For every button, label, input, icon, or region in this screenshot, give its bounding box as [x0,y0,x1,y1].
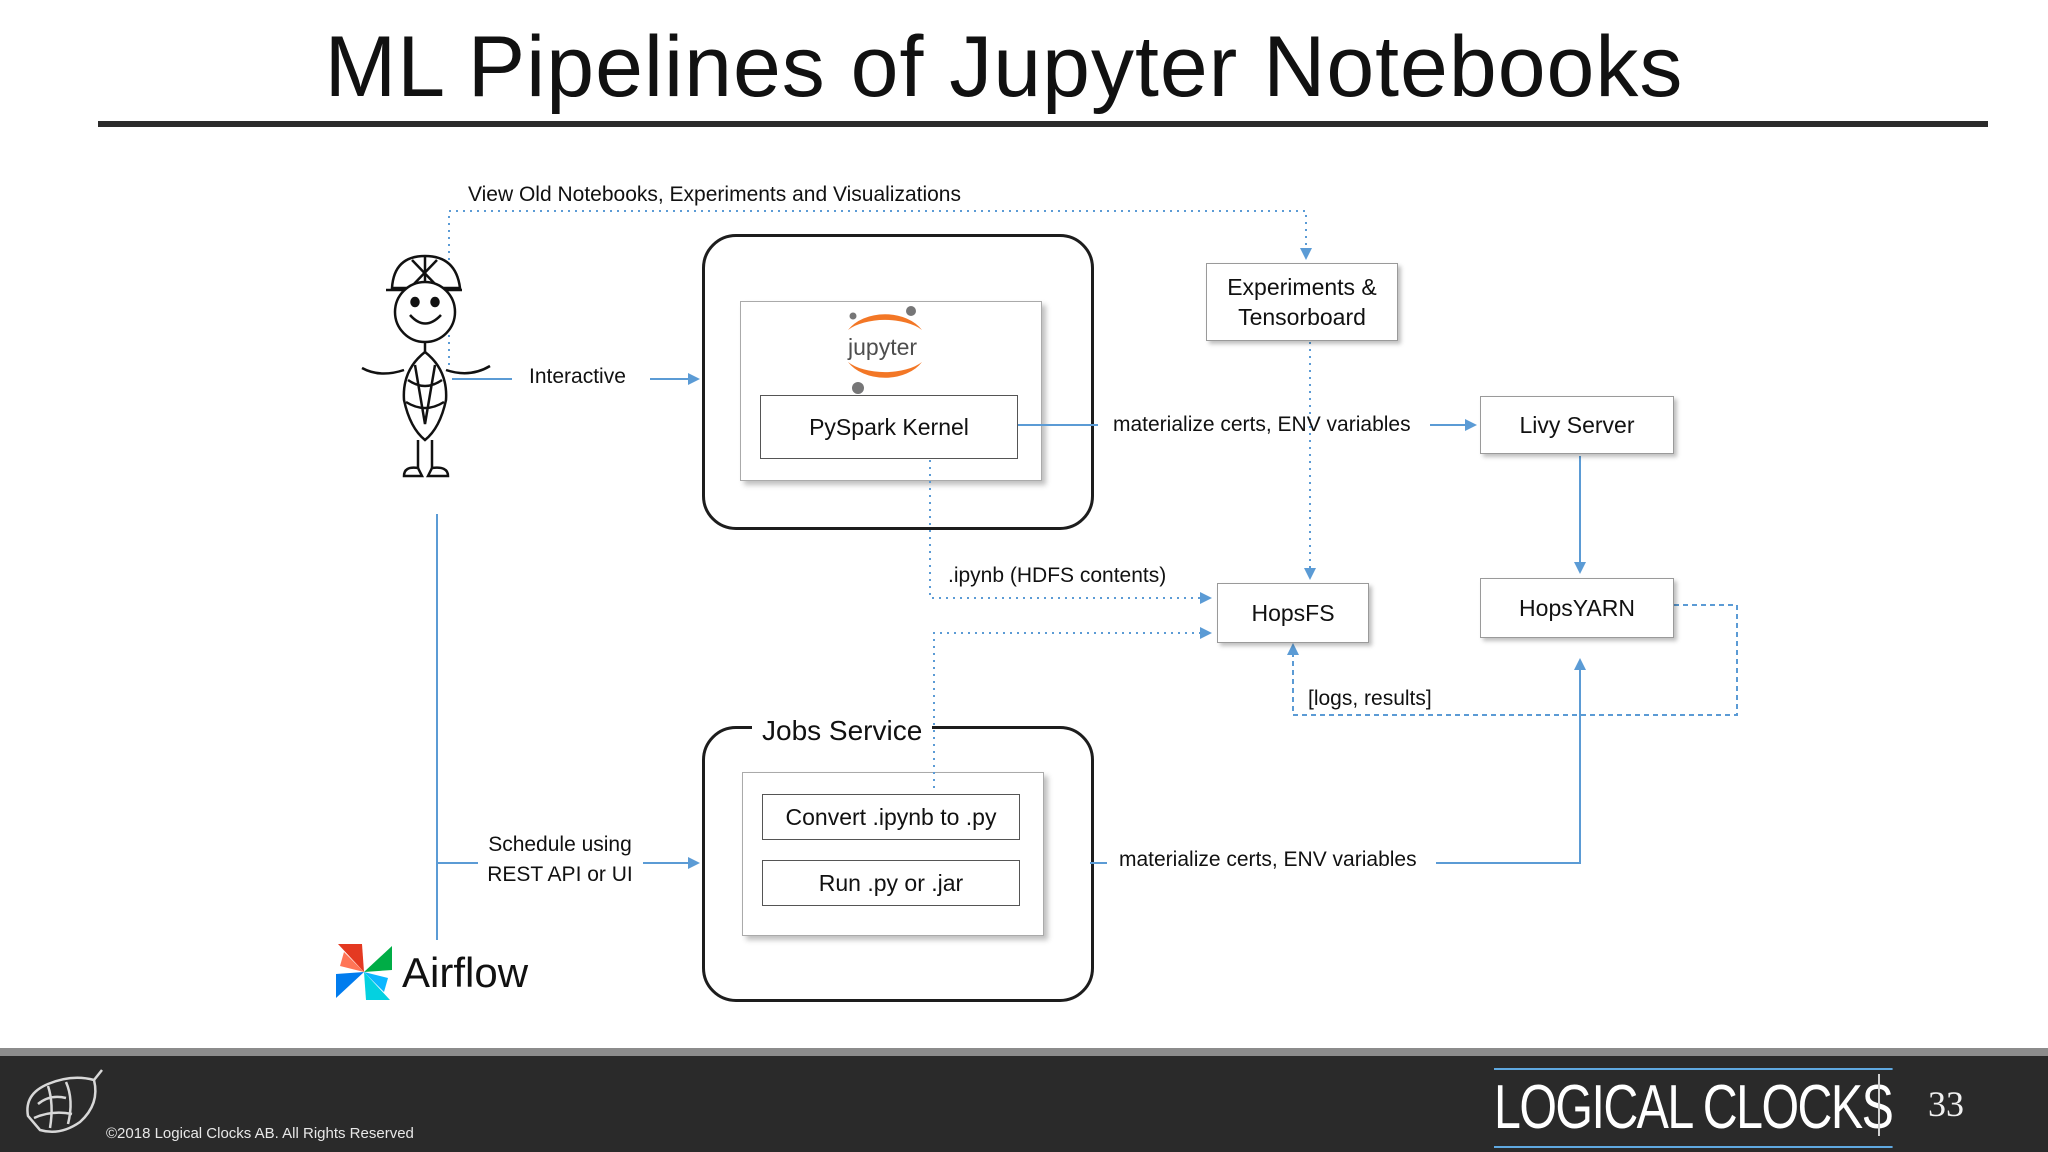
hops-logo-icon [26,1069,103,1133]
livy-server-box: Livy Server [1480,396,1674,454]
experiments-tensorboard-box: Experiments & Tensorboard [1206,263,1398,341]
experiments-line-1: Experiments & [1227,274,1377,300]
title-divider [98,121,1988,127]
jobs-service-title: Jobs Service [752,713,933,749]
jobs-to-yarn-arrow [1436,658,1586,864]
footer-bar [0,1048,2048,1152]
airflow-pinwheel-icon [336,944,392,1000]
copyright-text: ©2018 Logical Clocks AB. All Rights Rese… [106,1125,414,1142]
pyspark-kernel-box: PySpark Kernel [760,395,1018,459]
materialize-top-label: materialize certs, ENV variables [1113,413,1411,436]
page-number: 33 [1928,1084,1964,1124]
jupyter-logo-text: jupyter [848,334,918,360]
schedule-label: Schedule using REST API or UI [478,832,642,888]
view-old-label: View Old Notebooks, Experiments and Visu… [468,183,961,206]
jupyter-logo [848,306,922,394]
convert-to-hopsfs-connector [933,627,1212,788]
logs-results-connector [1287,604,1738,716]
logs-results-label: [logs, results] [1308,687,1432,710]
materialize-bottom-label: materialize certs, ENV variables [1119,848,1417,871]
interactive-label: Interactive [529,365,626,388]
schedule-line-2: REST API or UI [487,863,633,886]
airflow-label: Airflow [402,949,529,996]
footer-divider [1878,1074,1880,1136]
convert-box: Convert .ipynb to .py [762,794,1020,840]
hopsyarn-box: HopsYARN [1480,578,1674,638]
footer-strip [0,1048,2048,1056]
schedule-line-1: Schedule using [488,833,632,856]
brand-logo-text: LOGICAL CLOCKS [1494,1068,1894,1148]
run-box: Run .py or .jar [762,860,1020,906]
stick-figure-icon [361,254,491,478]
page-title: ML Pipelines of Jupyter Notebooks [324,19,1684,115]
ipynb-label: .ipynb (HDFS contents) [948,564,1167,587]
hopsfs-box: HopsFS [1217,583,1369,643]
experiments-line-2: Tensorboard [1238,304,1366,330]
